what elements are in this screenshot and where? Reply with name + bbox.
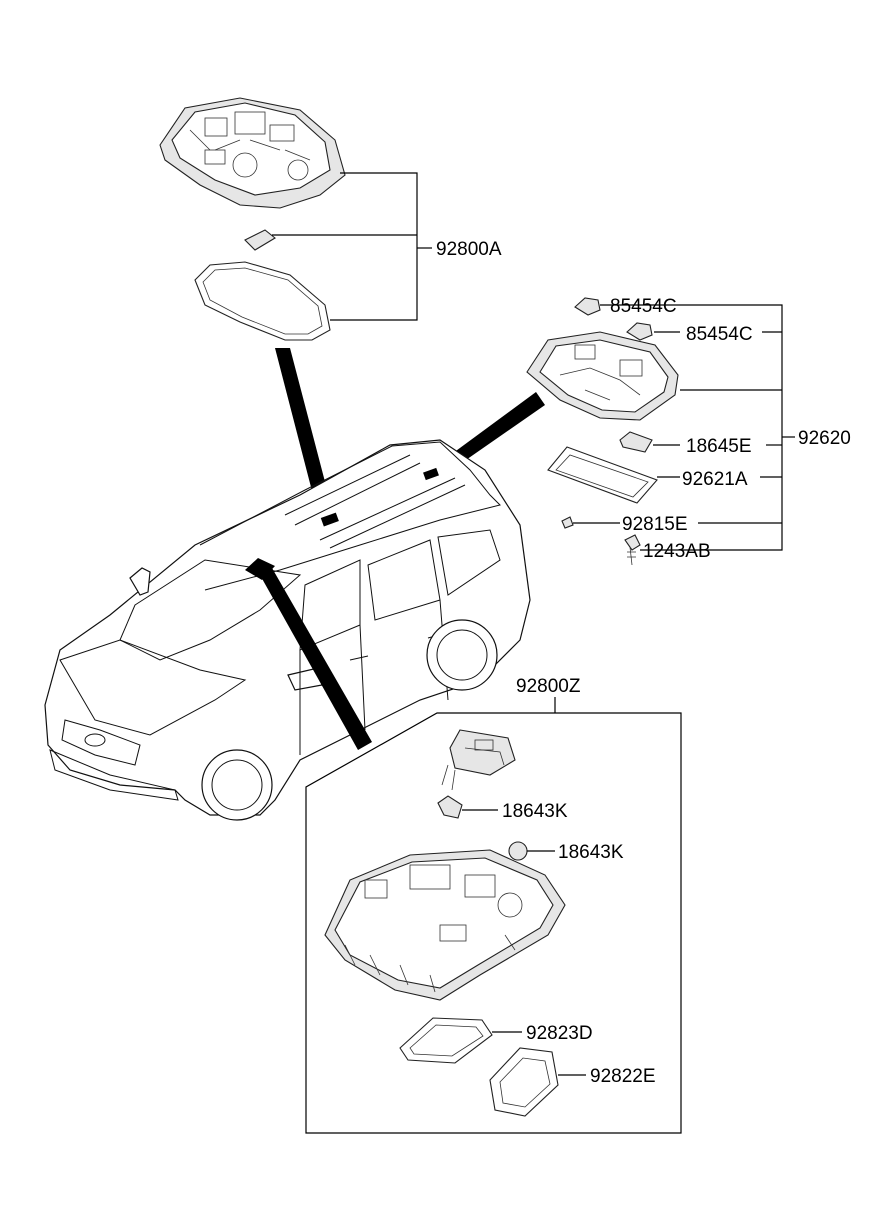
bulb-icon — [508, 841, 528, 861]
lens-right — [547, 446, 658, 504]
callout-18643K-2: 18643K — [558, 842, 624, 863]
clip-icon — [574, 297, 601, 316]
room-lamp-housing-right — [526, 331, 679, 421]
callout-92823D: 92823D — [526, 1023, 593, 1044]
screw-icon — [624, 534, 641, 566]
lens-92823D — [399, 1017, 493, 1064]
callout-18645E: 18645E — [686, 436, 752, 457]
callout-85454C-2: 85454C — [686, 324, 753, 345]
clip-icon — [626, 322, 653, 341]
callout-box-92800Z — [305, 712, 682, 1134]
callout-92621A: 92621A — [682, 469, 748, 490]
bulb-socket-icon — [437, 795, 463, 819]
leader-wedge-bottom — [260, 568, 372, 750]
callout-92822E: 92822E — [590, 1066, 656, 1087]
callout-92815E: 92815E — [622, 514, 688, 535]
overhead-console-housing — [324, 849, 566, 1001]
room-lamp-housing-top — [159, 97, 346, 209]
bulb-icon — [244, 229, 276, 251]
callout-92620: 92620 — [798, 428, 851, 449]
callout-92800Z: 92800Z — [516, 676, 581, 697]
small-clip-icon — [561, 516, 574, 529]
lens-92822E — [489, 1047, 559, 1117]
callout-18643K-1: 18643K — [502, 801, 568, 822]
vehicle-illustration — [44, 439, 531, 821]
lamp-module-icon — [441, 729, 516, 791]
lens-top — [194, 261, 331, 341]
bulb-icon — [619, 431, 653, 453]
leader-wedge-top — [275, 348, 335, 522]
callout-92800A: 92800A — [436, 239, 502, 260]
callout-1243AB: 1243AB — [643, 541, 711, 562]
callout-85454C-1: 85454C — [610, 296, 677, 317]
